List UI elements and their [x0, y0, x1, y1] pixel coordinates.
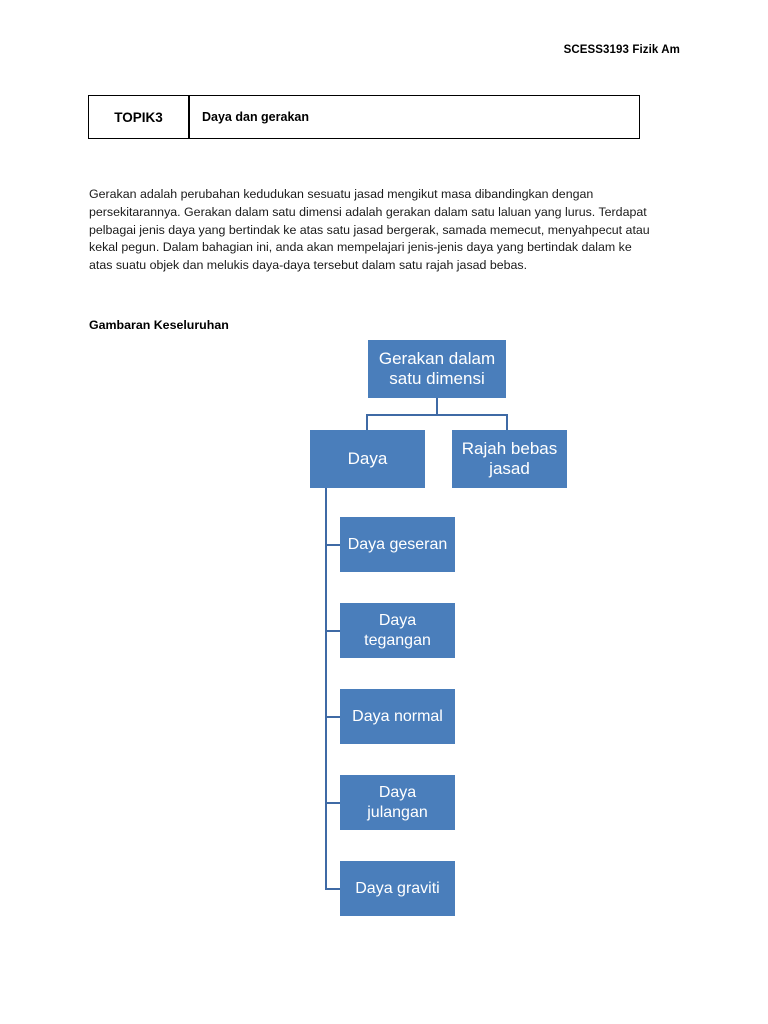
- connector-child-stub-1: [325, 544, 341, 546]
- connector-child-stub-3: [325, 716, 341, 718]
- chart-node-rajah-bebas-jasad: Rajah bebas jasad: [452, 430, 567, 488]
- topic-number-cell: TOPIK3: [89, 96, 189, 138]
- connector-branch-right-drop: [506, 414, 508, 430]
- intro-paragraph: Gerakan adalah perubahan kedudukan sesua…: [89, 187, 650, 272]
- topic-title-cell: Daya dan gerakan: [189, 96, 639, 138]
- document-header: SCESS3193 Fizik Am: [563, 44, 680, 56]
- chart-node-daya-geseran: Daya geseran: [340, 517, 455, 572]
- connector-child-stub-5: [325, 888, 341, 890]
- connector-daya-spine: [325, 488, 327, 890]
- connector-root-stem: [436, 398, 438, 414]
- chart-node-daya-normal: Daya normal: [340, 689, 455, 744]
- connector-child-stub-4: [325, 802, 341, 804]
- section-heading-gambaran-keseluruhan: Gambaran Keseluruhan: [89, 318, 229, 333]
- connector-branch-bracket: [366, 414, 508, 416]
- topic-title-box: TOPIK3 Daya dan gerakan: [88, 95, 640, 139]
- topic-number-label: TOPIK3: [114, 109, 163, 125]
- chart-node-daya-julangan: Daya julangan: [340, 775, 455, 830]
- connector-branch-left-drop: [366, 414, 368, 430]
- connector-child-stub-2: [325, 630, 341, 632]
- chart-node-daya-graviti: Daya graviti: [340, 861, 455, 916]
- chart-node-daya-tegangan: Daya tegangan: [340, 603, 455, 658]
- chart-node-root: Gerakan dalam satu dimensi: [368, 340, 506, 398]
- topic-title-label: Daya dan gerakan: [202, 110, 309, 124]
- chart-node-daya: Daya: [310, 430, 425, 488]
